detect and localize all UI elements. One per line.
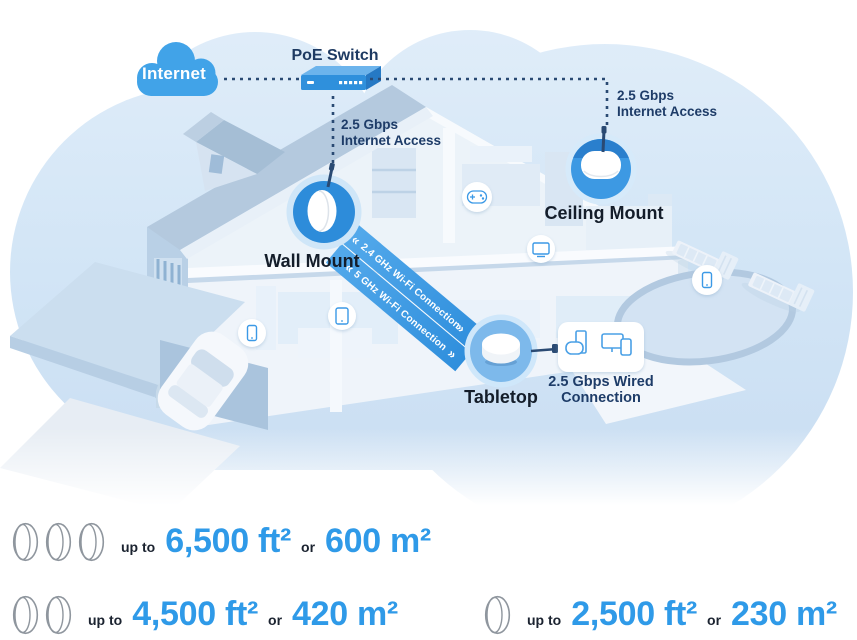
wired-line2: Connection — [561, 390, 641, 406]
up-to-text: up to — [88, 612, 123, 628]
poe-switch-device — [301, 66, 381, 90]
coverage-ft: 4,500 ft² — [132, 595, 259, 633]
up-to-text: up to — [527, 612, 562, 628]
or-text: or — [301, 539, 316, 555]
wall-mount-device — [286, 174, 362, 250]
client-device-icons — [238, 182, 722, 347]
wan-right-line2: Internet Access — [617, 103, 718, 119]
wall-mount-label: Wall Mount — [264, 251, 360, 271]
coverage-row-1unit: up to 2,500 ft² or 230 m² — [484, 595, 837, 635]
or-text: or — [268, 612, 283, 628]
bottom-fade — [0, 420, 857, 512]
wired-connection-label: 2.5 Gbps Wired Connection — [546, 374, 656, 406]
coverage-m: 420 m² — [292, 595, 398, 633]
up-to-text: up to — [121, 539, 156, 555]
deco-unit-icons — [484, 595, 511, 635]
coverage-m: 230 m² — [731, 595, 837, 633]
tablet-icon — [328, 302, 356, 330]
or-text: or — [707, 612, 722, 628]
coverage-m: 600 m² — [325, 522, 431, 560]
smartphone-outdoor-icon — [692, 265, 722, 295]
tabletop-label: Tabletop — [464, 387, 538, 407]
wan-left-line2: Internet Access — [341, 132, 442, 148]
loungers — [665, 240, 815, 313]
deco-disc-icon — [45, 522, 72, 562]
coverage-row-2units: up to 4,500 ft² or 420 m² — [12, 595, 398, 635]
deco-unit-icons — [12, 595, 72, 635]
game-controller-icon — [462, 182, 492, 212]
car — [157, 331, 249, 431]
wan-left-label: 2.5 Gbps Internet Access — [341, 117, 441, 148]
internet-label: Internet — [142, 64, 206, 83]
network-cables — [224, 77, 609, 188]
tabletop-device — [464, 314, 538, 388]
deco-disc-icon — [12, 595, 39, 635]
wan-right-label: 2.5 Gbps Internet Access — [617, 88, 717, 119]
wan-left-line1: 2.5 Gbps — [341, 117, 399, 132]
wired-line1: 2.5 Gbps Wired — [548, 374, 654, 390]
house-diagram: « 2.4 GHz Wi-Fi Connection » « 5 GHz Wi-… — [0, 30, 857, 512]
coverage-ft: 2,500 ft² — [571, 595, 698, 633]
wan-right-line1: 2.5 Gbps — [617, 88, 675, 103]
deco-disc-icon — [484, 595, 511, 635]
deco-disc-icon — [45, 595, 72, 635]
deco-disc-icon — [78, 522, 105, 562]
deco-disc-icon — [12, 522, 39, 562]
coverage-row-3units: up to 6,500 ft² or 600 m² — [12, 522, 431, 562]
ceiling-mount-device — [565, 133, 637, 205]
deco-unit-icons — [12, 522, 105, 562]
poe-switch-label: PoE Switch — [291, 47, 379, 64]
wired-connection — [530, 322, 644, 372]
smartphone-icon — [238, 319, 266, 347]
internet-cloud-icon — [137, 42, 218, 96]
coverage-ft: 6,500 ft² — [165, 522, 292, 560]
ceiling-mount-label: Ceiling Mount — [544, 203, 664, 223]
tv-icon — [527, 235, 555, 263]
